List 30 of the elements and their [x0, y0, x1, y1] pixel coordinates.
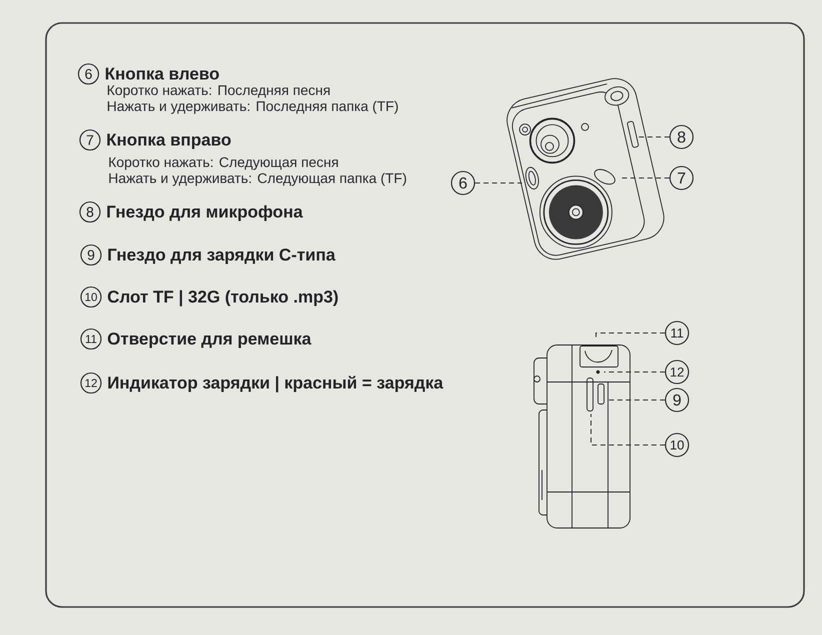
device-illustration	[506, 78, 664, 260]
callout-number: 8	[79, 201, 101, 223]
callout-number: 11	[80, 328, 102, 350]
callout-number: 12	[664, 360, 690, 384]
item-title: Отверстие для ремешка	[108, 332, 312, 348]
callout-number: 10	[664, 432, 690, 458]
callout-number: 12	[80, 372, 102, 394]
callout-number: 9	[664, 388, 690, 412]
callout-number: 9	[80, 244, 102, 266]
callout-number: 10	[80, 286, 102, 308]
item-description: Нажать и удерживать: Последняя папка (TF)	[108, 100, 398, 114]
leader-line	[590, 414, 666, 446]
leader-line	[596, 332, 666, 340]
callout-number: 11	[664, 320, 690, 346]
callout-number: 7	[79, 129, 101, 151]
item-title: Кнопка влево	[106, 68, 219, 80]
item-description: Нажать и удерживать: Следующая папка (TF)	[109, 172, 406, 186]
item-title: Слот TF | 32G (только .mp3)	[108, 290, 338, 306]
leader-line	[474, 182, 522, 184]
item-description: Коротко нажать: Следующая песня	[109, 157, 338, 170]
item-title: Кнопка вправо	[107, 134, 231, 150]
callout-number: 6	[450, 170, 476, 196]
item-title: Гнездо для микрофона	[107, 205, 303, 222]
callout-number: 6	[78, 63, 100, 85]
callout-number: 8	[669, 124, 694, 150]
device-illustration	[534, 344, 630, 528]
callout-number: 7	[669, 166, 694, 190]
item-title: Индикатор зарядки | красный = зарядка	[108, 376, 444, 392]
item-title: Гнездо для зарядки C-типа	[108, 248, 336, 264]
item-description: Коротко нажать: Последняя песня	[108, 85, 330, 98]
